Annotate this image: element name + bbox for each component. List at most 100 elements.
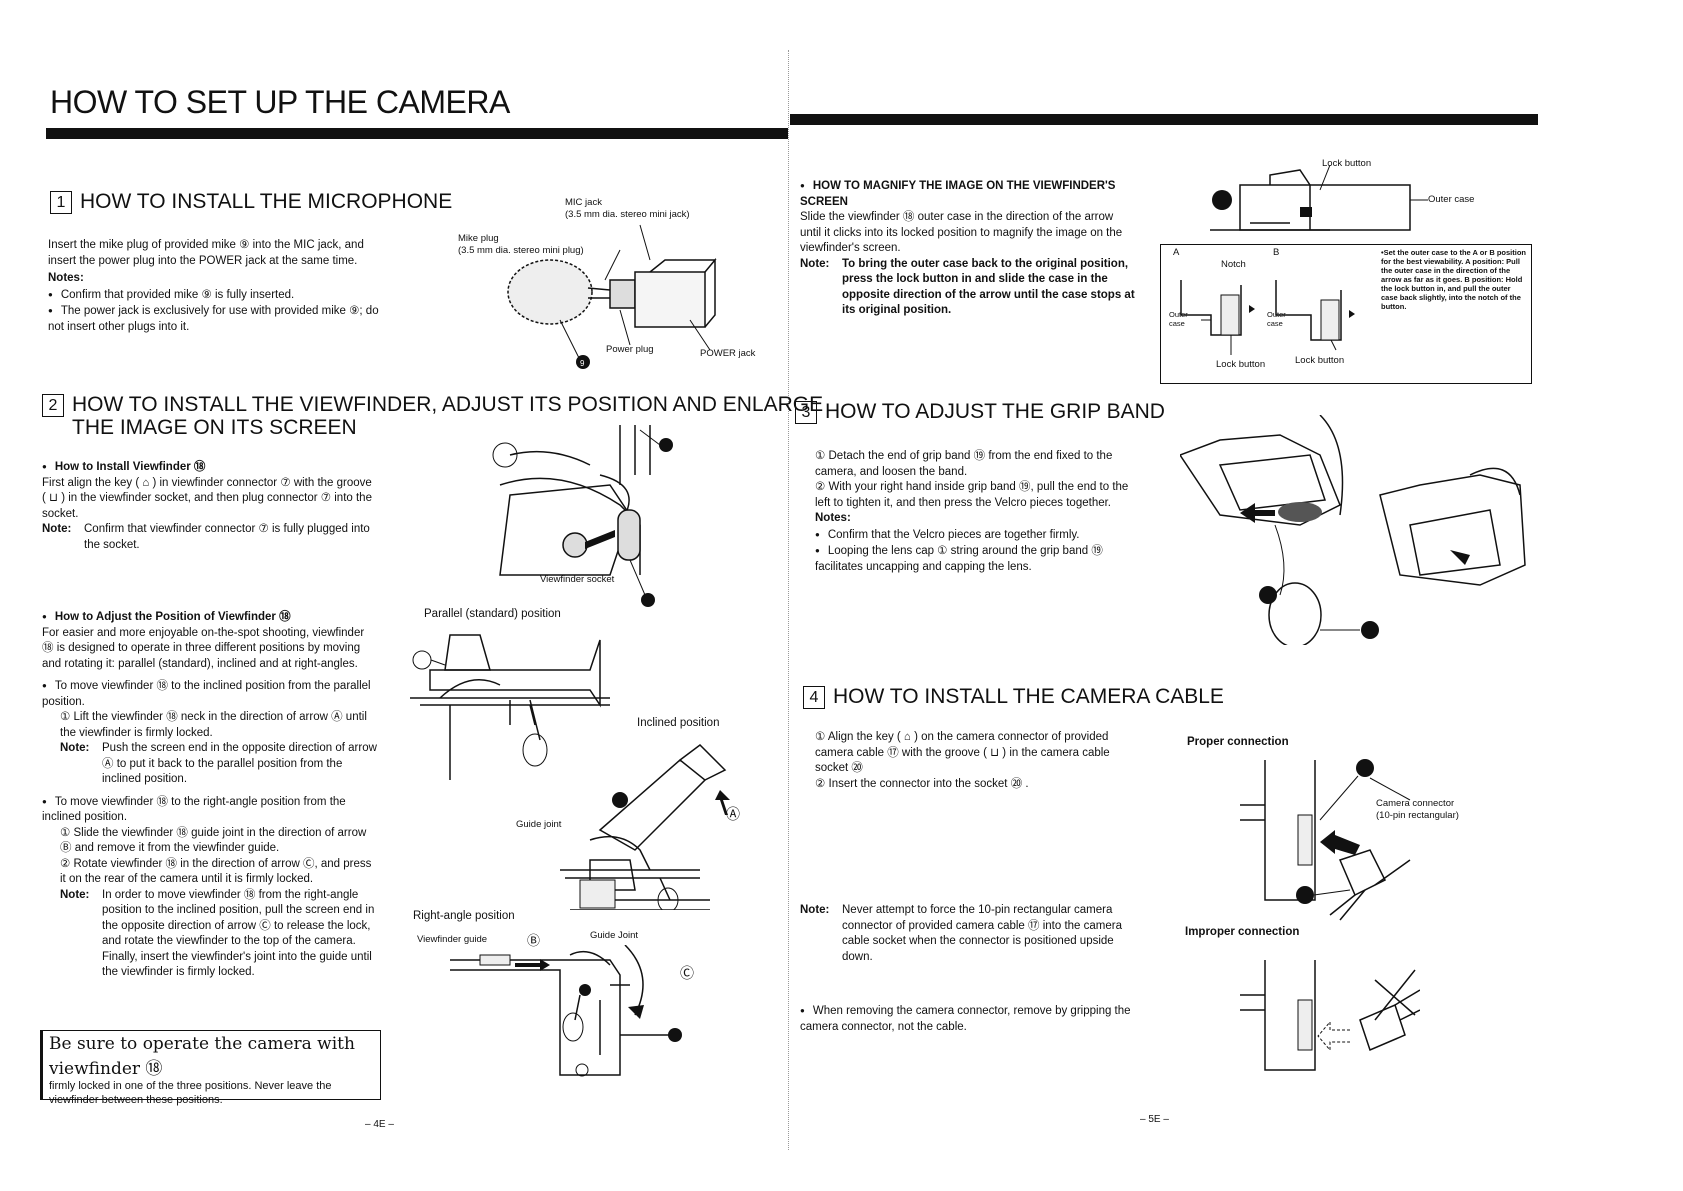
install-note: Confirm that viewfinder connector ⑦ is f… (84, 523, 370, 551)
page-number-right: – 5E – (1140, 1114, 1169, 1125)
sec3-notes-label: Notes: (815, 512, 851, 524)
right-angle-label: Right-angle position (413, 910, 515, 922)
sec4-note-label: Note: (800, 904, 830, 916)
parallel-label: Parallel (standard) position (424, 608, 561, 620)
proper-connection-label: Proper connection (1187, 736, 1289, 748)
inclined-label: Inclined position (637, 717, 720, 729)
sec4-title: HOW TO INSTALL THE CAMERA CABLE (833, 685, 1224, 708)
position-ab-illustration (1180, 280, 1355, 355)
right-angle-note: In order to move viewfinder ⑱ from the r… (102, 888, 375, 979)
page-number-left: – 4E – (365, 1119, 394, 1130)
sec4-note-block: Note: Never attempt to force the 10-pin … (800, 903, 1145, 965)
title-rule-right (790, 114, 1538, 125)
fig-mike-plug-label: Mike plug (3.5 mm dia. stereo mini plug) (458, 233, 584, 257)
sec1-body: Insert the mike plug of provided mike ⑨ … (48, 238, 383, 335)
mike-plug-text: Mike plug (458, 233, 499, 244)
magnify-box-text: •Set the outer case to the A or B positi… (1381, 248, 1527, 311)
right-angle-note-label: Note: (60, 888, 90, 901)
sec4-step-1: ① Align the key ( ⌂ ) on the camera conn… (815, 731, 1110, 774)
grip-band-illustration (1180, 415, 1526, 645)
adjust-body: For easier and more enjoyable on-the-spo… (42, 626, 365, 670)
title-rule-left (46, 128, 788, 139)
sec4-steps: ① Align the key ( ⌂ ) on the camera conn… (815, 730, 1145, 792)
sec3-number: 3 (795, 401, 817, 424)
power-jack-label: POWER jack (700, 348, 756, 359)
adjust-position-block: How to Adjust the Position of Viewfinder… (42, 609, 377, 981)
sec1-heading: 1 HOW TO INSTALL THE MICROPHONE (50, 190, 452, 214)
sec4-bullet-block: When removing the camera connector, remo… (800, 1003, 1145, 1035)
inclined-bullet: To move viewfinder ⑱ to the inclined pos… (42, 678, 377, 710)
magnify-head: HOW TO MAGNIFY THE IMAGE ON THE VIEWFIND… (800, 178, 1135, 210)
mike-plug-sub: (3.5 mm dia. stereo mini plug) (458, 245, 584, 256)
outer-case-top-label: Outer case (1428, 194, 1475, 205)
sec4-step-2: ② Insert the connector into the socket ⑳… (815, 777, 1029, 790)
sec3-title: HOW TO ADJUST THE GRIP BAND (825, 400, 1165, 423)
sec1-number: 1 (50, 191, 72, 214)
install-note-label: Note: (42, 523, 72, 535)
sec2-title-1: HOW TO INSTALL THE VIEWFINDER, ADJUST IT… (72, 393, 824, 416)
arrow-b-label: Ⓑ (527, 933, 541, 948)
power-plug-label: Power plug (606, 344, 654, 355)
sec3-note-1: Confirm that the Velcro pieces are toget… (815, 527, 1135, 544)
install-body: First align the key ( ⌂ ) in viewfinder … (42, 476, 372, 520)
magnify-note: To bring the outer case back to the orig… (842, 257, 1135, 317)
notch-label: Notch (1221, 259, 1246, 270)
center-fold (788, 50, 790, 1150)
magnify-note-label: Note: (800, 257, 830, 270)
magnify-detail-box: A B Notch Outer case Outer case Lock but… (1160, 244, 1532, 384)
viewfinder-magnify-illustration (1210, 165, 1428, 231)
sec4-note: Never attempt to force the 10-pin rectan… (842, 904, 1122, 963)
inclined-step-1: ① Lift the viewfinder ⑱ neck in the dire… (60, 711, 367, 739)
sec3-note-2: Looping the lens cap ① string around the… (815, 543, 1135, 575)
sec3-step-1: ① Detach the end of grip band ⑲ from the… (815, 450, 1113, 478)
sec1-note-2: The power jack is exclusively for use wi… (48, 303, 383, 335)
sec3-body: ① Detach the end of grip band ⑲ from the… (815, 449, 1135, 575)
arrow-a-label: Ⓐ (726, 806, 740, 822)
viewfinder-guide-label: Viewfinder guide (417, 934, 488, 945)
lock-button-a-label: Lock button (1216, 359, 1266, 370)
sec1-title: HOW TO INSTALL THE MICROPHONE (80, 190, 453, 213)
right-angle-step-2: ② Rotate viewfinder ⑱ in the direction o… (60, 857, 372, 886)
microphone-illustration: 9 (507, 224, 717, 369)
camera-connector-text: Camera connector (1376, 798, 1455, 809)
guide-joint-label: Guide joint (516, 819, 562, 830)
viewfinder-socket-illustration (492, 425, 673, 607)
arrow-c-label: Ⓒ (680, 965, 694, 981)
lock-button-top-label: Lock button (1322, 158, 1372, 169)
right-angle-position-illustration (450, 945, 682, 1077)
lock-button-b-label: Lock button (1295, 355, 1345, 366)
mic-jack-sub: (3.5 mm dia. stereo mini jack) (565, 209, 690, 220)
page-title: HOW TO SET UP THE CAMERA (50, 84, 510, 120)
warning-line-1: Be sure to operate the camera with viewf… (49, 1034, 355, 1079)
right-angle-step-1: ① Slide the viewfinder ⑱ guide joint in … (60, 826, 367, 855)
inclined-note-label: Note: (60, 742, 90, 754)
sec4-number: 4 (803, 686, 825, 709)
warning-box: Be sure to operate the camera with viewf… (40, 1030, 381, 1106)
warning-line-2: firmly locked in one of the three positi… (49, 1080, 332, 1106)
guide-joint-2-label: Guide Joint (590, 930, 639, 941)
outer-case-a-label: Outer case (1169, 310, 1188, 328)
sec1-note-1: Confirm that provided mike ⑨ is fully in… (48, 287, 383, 304)
sec1-instructions: Insert the mike plug of provided mike ⑨ … (48, 239, 364, 267)
sec3-step-2: ② With your right hand inside grip band … (815, 481, 1129, 509)
fig-mic-jack-label: MIC jack (3.5 mm dia. stereo mini jack) (565, 197, 690, 221)
sec4-heading: 4 HOW TO INSTALL THE CAMERA CABLE (803, 685, 1224, 709)
inclined-base-illustration (560, 835, 700, 910)
sec2-number: 2 (42, 394, 64, 417)
sec3-heading: 3 HOW TO ADJUST THE GRIP BAND (795, 400, 1165, 424)
pos-b-label: B (1273, 247, 1280, 258)
sec1-notes-label: Notes: (48, 272, 84, 284)
install-head: How to Install Viewfinder ⑱ (42, 459, 377, 476)
sec2-title-2: THE IMAGE ON ITS SCREEN (72, 416, 357, 439)
fig-num-9: 9 (580, 359, 585, 368)
install-viewfinder-block: How to Install Viewfinder ⑱ First align … (42, 459, 377, 553)
parallel-position-illustration (410, 634, 610, 780)
magnify-block: HOW TO MAGNIFY THE IMAGE ON THE VIEWFIND… (800, 178, 1135, 319)
inclined-note: Push the screen end in the opposite dire… (102, 742, 377, 785)
improper-connection-label: Improper connection (1185, 926, 1300, 938)
adjust-head: How to Adjust the Position of Viewfinder… (42, 609, 377, 626)
camera-connector-sub: (10-pin rectangular) (1376, 810, 1459, 821)
viewfinder-socket-label: Viewfinder socket (540, 574, 615, 585)
sec4-bullet: When removing the camera connector, remo… (800, 1003, 1145, 1035)
right-angle-bullet: To move viewfinder ⑱ to the right-angle … (42, 794, 377, 826)
